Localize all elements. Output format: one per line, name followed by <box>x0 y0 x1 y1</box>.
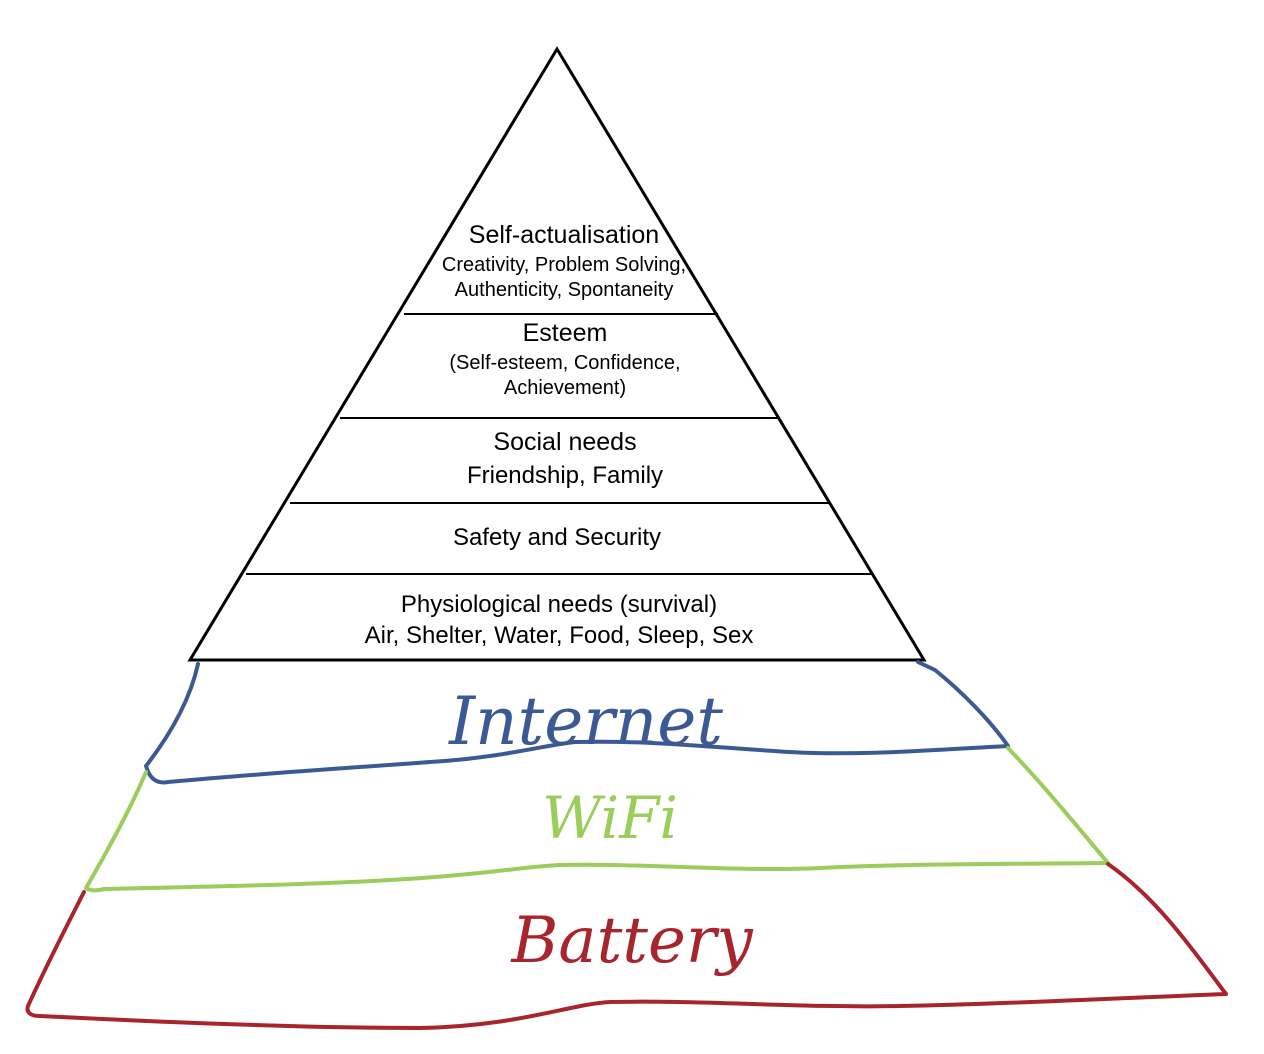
tier-detail: Friendship, Family <box>467 462 663 489</box>
tier-detail: (Self-esteem, Confidence, <box>449 352 680 374</box>
tier-title-self-actualisation: Self-actualisation <box>469 221 659 249</box>
tier-title-esteem: Esteem <box>523 319 608 347</box>
tier-title-social-needs: Social needs <box>493 428 636 456</box>
pyramid: Self-actualisation Creativity, Problem S… <box>187 46 927 662</box>
tier-detail: Air, Shelter, Water, Food, Sleep, Sex <box>365 622 754 649</box>
tier-title-safety-security: Safety and Security <box>453 524 661 551</box>
pyramid-outline <box>187 46 927 662</box>
battery-layer-outline <box>25 862 1228 1030</box>
tier-detail: Authenticity, Spontaneity <box>455 279 674 301</box>
tier-detail: Achievement) <box>504 377 626 399</box>
wifi-layer-outline <box>84 746 1110 893</box>
battery-label: Battery <box>510 904 753 978</box>
internet-layer-outline <box>144 660 1010 785</box>
internet-label: Internet <box>448 683 723 760</box>
tier-detail: Creativity, Problem Solving, <box>442 254 686 276</box>
added-layers: Internet WiFi Battery <box>25 660 1228 1030</box>
wifi-label: WiFi <box>542 784 678 852</box>
tier-title-physiological-needs: Physiological needs (survival) <box>401 591 717 618</box>
